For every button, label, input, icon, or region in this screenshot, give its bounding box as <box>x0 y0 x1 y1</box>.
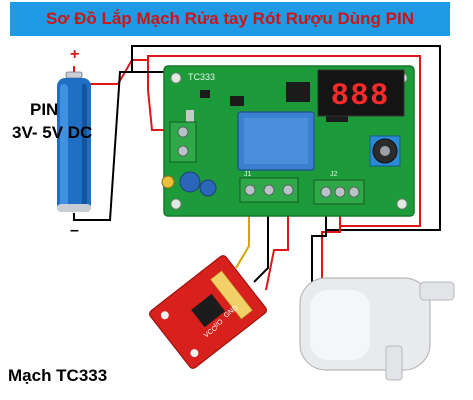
battery-icon <box>57 71 91 212</box>
module-label: Mạch TC333 <box>8 366 108 385</box>
battery-minus-symbol: – <box>70 222 79 239</box>
diagram-title: Sơ Đồ Lắp Mạch Rửa tay Rót Rượu Dùng PIN <box>45 9 415 28</box>
wire-pump-red <box>321 212 341 286</box>
wire-sensor-red <box>265 200 289 291</box>
wire-battery-negative <box>73 45 441 231</box>
sensor-pin-io: I/O <box>213 318 225 330</box>
water-pump-icon <box>299 277 455 381</box>
touch-sensor-icon <box>149 255 267 369</box>
board-silkscreen: TC333 <box>188 72 215 82</box>
relay-icon <box>237 111 315 171</box>
terminal-label-j1: J1 <box>244 171 252 178</box>
terminal-label-j2: J2 <box>330 171 338 178</box>
terminal-block-j1 <box>239 177 299 203</box>
battery-voltage-label: 3V- 5V DC <box>12 123 93 142</box>
title-banner: Sơ Đồ Lắp Mạch Rửa tay Rót Rượu Dùng PIN <box>10 2 450 36</box>
seven-segment-display-icon: 888 <box>317 69 405 117</box>
potentiometer-icon <box>369 135 401 167</box>
wire-sensor-black <box>253 200 269 283</box>
wire-pump-black <box>311 212 327 290</box>
display-digits: 888 <box>331 78 390 111</box>
battery-label: PIN <box>30 100 59 119</box>
battery-plus-symbol: + <box>70 46 80 63</box>
terminal-block-j2 <box>313 179 365 205</box>
